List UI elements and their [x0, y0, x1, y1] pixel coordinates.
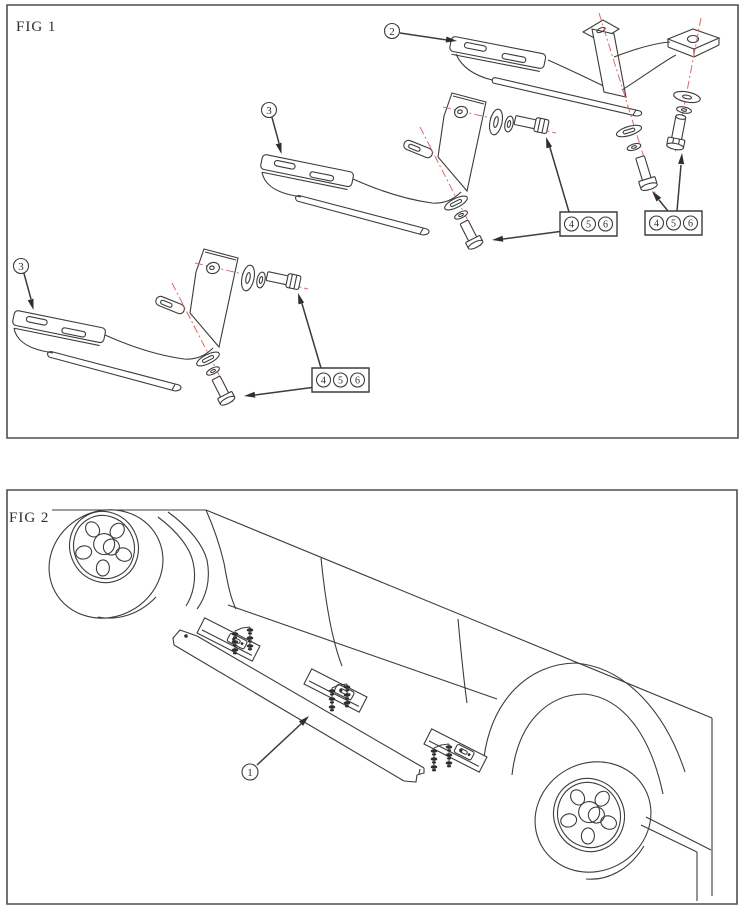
tire [516, 742, 671, 893]
tire [30, 490, 182, 638]
front-pillar-line [206, 510, 236, 609]
fastener-cluster [231, 630, 239, 655]
callout-running-board: 1 [242, 716, 309, 780]
bracket-assembly-middle: 3 4 5 6 [259, 93, 617, 251]
arrowhead [445, 36, 457, 43]
bracket-web [353, 179, 461, 203]
mounting-plates [196, 617, 488, 773]
centerline [420, 127, 481, 246]
bracket-rail [492, 78, 641, 116]
rail-bolt-dot [184, 634, 188, 638]
bracket-arm [622, 55, 676, 90]
front-fender-edge [158, 517, 195, 606]
running-board-rail [173, 630, 424, 782]
tire-tread-line [98, 597, 156, 618]
door-seam [458, 619, 467, 703]
rear-rocker-band [646, 817, 711, 850]
bolt-hole [453, 105, 468, 119]
arrowhead [275, 142, 282, 154]
rear-fender-arch [484, 663, 685, 772]
fastener-cluster [343, 683, 351, 708]
hardware-number: 4 [654, 219, 659, 230]
wheel-rim [63, 506, 144, 587]
fig2-panel: FIG 2 [7, 490, 737, 904]
front-fender-edge [168, 512, 208, 609]
hex-bolt [514, 113, 550, 134]
fastener-cluster [445, 743, 453, 768]
arrowhead [678, 153, 685, 165]
hardware-box: 4 5 6 [645, 153, 702, 235]
hardware-number: 5 [671, 219, 676, 230]
slotted-plate [449, 36, 547, 72]
large-washer [673, 90, 701, 105]
arrowhead [492, 235, 504, 242]
spacer-washer [443, 193, 469, 212]
bracket-leg [438, 93, 486, 191]
arrowhead [298, 716, 309, 726]
callout-number: 2 [389, 26, 395, 38]
hex-bolt [632, 155, 658, 192]
flat-washer [626, 142, 641, 152]
flat-washer [453, 209, 468, 221]
fastener-cluster [430, 747, 438, 772]
large-washer [487, 108, 504, 136]
bracket-arm [614, 42, 670, 57]
wheel-rim [548, 774, 629, 855]
vehicle-body [52, 510, 712, 901]
rear-fender-arch [512, 694, 663, 794]
spacer-washer [615, 123, 642, 139]
callout-corner-bracket: 3 [262, 103, 282, 154]
slotted-plate [259, 154, 354, 190]
callout-number: 3 [266, 105, 272, 117]
fastener-cluster [328, 687, 336, 712]
bracket-web [262, 172, 301, 197]
flat-washer [676, 106, 692, 115]
sleeve-nut [666, 113, 689, 151]
bracket-assembly-top: 2 4 5 6 [385, 13, 720, 235]
arrowhead [546, 137, 553, 149]
front-wheel [30, 490, 182, 638]
door-seam [321, 558, 342, 666]
arrowhead [652, 191, 662, 202]
hardware-number: 6 [603, 220, 608, 231]
rocker-bottom-edge [228, 605, 497, 699]
flat-washer [503, 115, 514, 132]
fastener-cluster [246, 626, 254, 651]
hardware-box: 4 5 6 [492, 137, 617, 242]
rear-rocker-band [641, 825, 697, 852]
callout-number: 1 [247, 767, 253, 779]
hardware-number: 4 [569, 220, 574, 231]
fig1-panel: FIG 1 [7, 5, 738, 438]
hardware-number: 6 [688, 219, 693, 230]
bracket-rail [296, 196, 429, 235]
side-tab [402, 139, 433, 159]
hex-bolt [457, 218, 484, 250]
bracket-leg [583, 20, 626, 97]
rear-wheel [516, 742, 671, 893]
hardware-number: 5 [586, 220, 591, 231]
fig1-label: FIG 1 [16, 19, 56, 35]
fig2-label: FIG 2 [9, 510, 49, 526]
bracket-web [456, 54, 492, 80]
tire-tread-line [586, 846, 644, 879]
callout-top-bracket: 2 [385, 24, 457, 43]
